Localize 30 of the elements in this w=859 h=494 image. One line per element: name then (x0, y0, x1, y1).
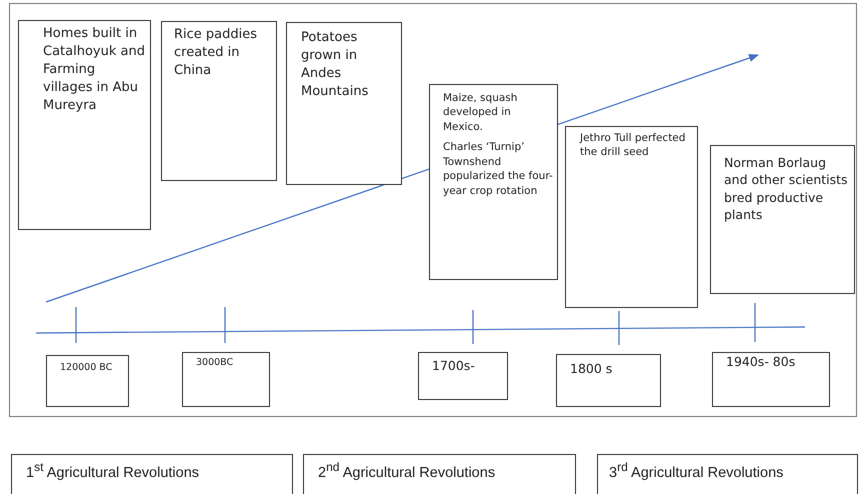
revolution-label: 1$^{st}$ Agricultural Revolutions (26, 459, 200, 483)
timeline-frame (9, 3, 857, 417)
date-box (46, 355, 129, 407)
revolution-box (11, 454, 293, 494)
event-text: Charles ‘Turnip’ Townshend popularized the four-year crop rotation (443, 140, 553, 198)
event-text: Potatoes grown in Andes Mountains (301, 29, 370, 101)
event-box (710, 145, 855, 294)
date-box (712, 352, 830, 407)
revolution-label: 2$^{nd}$ Agricultural Revolutions (318, 459, 496, 483)
date-label: 120000 BC (60, 361, 114, 374)
date-label: 3000BC (196, 356, 234, 370)
date-box (182, 352, 270, 407)
date-label: 1800 s (570, 360, 614, 378)
event-box (286, 22, 402, 185)
event-text: Norman Borlaug and other scientists bred productive plants (724, 154, 849, 223)
revolution-box (303, 454, 576, 494)
event-text: Jethro Tull perfected the drill seed (580, 131, 686, 160)
event-text: Maize, squash developed in Mexico. (443, 91, 518, 134)
revolution-box (597, 454, 858, 494)
date-box (418, 352, 508, 400)
event-box (565, 126, 698, 308)
event-text: Homes built in Catalhoyuk and Farming villages in Abu Mureyra (43, 25, 146, 115)
event-box (429, 84, 558, 280)
event-box (161, 21, 277, 181)
event-text: Rice paddies created in China (174, 26, 258, 80)
revolution-label: 3$^{rd}$ Agricultural Revolutions (609, 459, 784, 483)
date-label: 1700s- (432, 357, 476, 374)
date-label: 1940s- 80s (726, 353, 796, 370)
event-box (18, 20, 151, 230)
date-box (556, 354, 661, 407)
